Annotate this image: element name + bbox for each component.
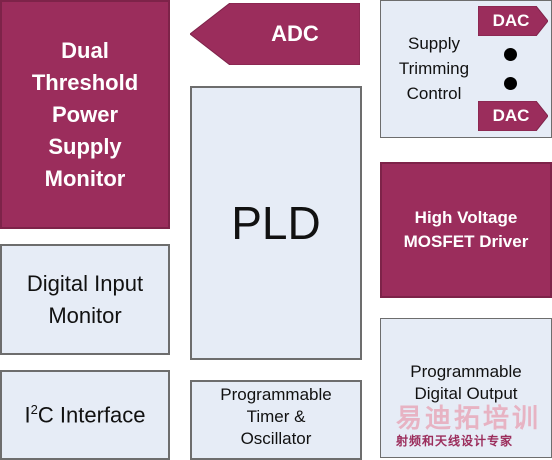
supply-trimming-label: Supply Trimming Control [398,34,470,103]
dac-bottom-block: DAC [478,101,548,131]
pld-block: PLD [190,86,362,360]
digital-input-monitor-block: Digital Input Monitor [0,244,170,355]
i2c-interface-block: I2C Interface [0,370,170,460]
dac-top-shape [478,6,548,36]
dual-threshold-monitor-block: Dual Threshold Power Supply Monitor [0,0,170,229]
i2c-sup: 2 [30,401,38,417]
dac-top-label: DAC [492,11,530,30]
i2c-prefix: I [24,402,31,428]
high-voltage-label: High Voltage MOSFET Driver [403,208,529,251]
adc-arrow-shape [190,3,360,65]
digital-output-block: Programmable Digital Output [380,318,552,458]
adc-label: ADC [271,21,319,46]
dac-top-block: DAC [478,6,548,36]
adc-block: ADC [190,3,360,65]
watermark-main: 易迪拓培训 [396,403,542,433]
watermark: 易迪拓培训 射频和天线设计专家 [396,398,552,453]
ellipsis-dot [504,77,517,90]
pld-label: PLD [231,197,321,249]
digital-input-label: Digital Input Monitor [26,270,144,328]
dual-threshold-label: Dual Threshold Power Supply Monitor [31,37,139,191]
digital-output-label: Programmable Digital Output [410,362,522,403]
ellipsis-dot [504,48,517,61]
dac-bottom-shape [478,101,548,131]
i2c-suffix: C Interface [37,402,146,428]
watermark-sub: 射频和天线设计专家 [396,434,514,448]
dac-bottom-label: DAC [492,106,530,125]
i2c-label: I2C Interface [25,402,146,428]
high-voltage-driver-block: High Voltage MOSFET Driver [380,162,552,298]
timer-label: Programmable Timer & Oscillator [220,385,332,448]
timer-oscillator-block: Programmable Timer & Oscillator [190,380,362,460]
